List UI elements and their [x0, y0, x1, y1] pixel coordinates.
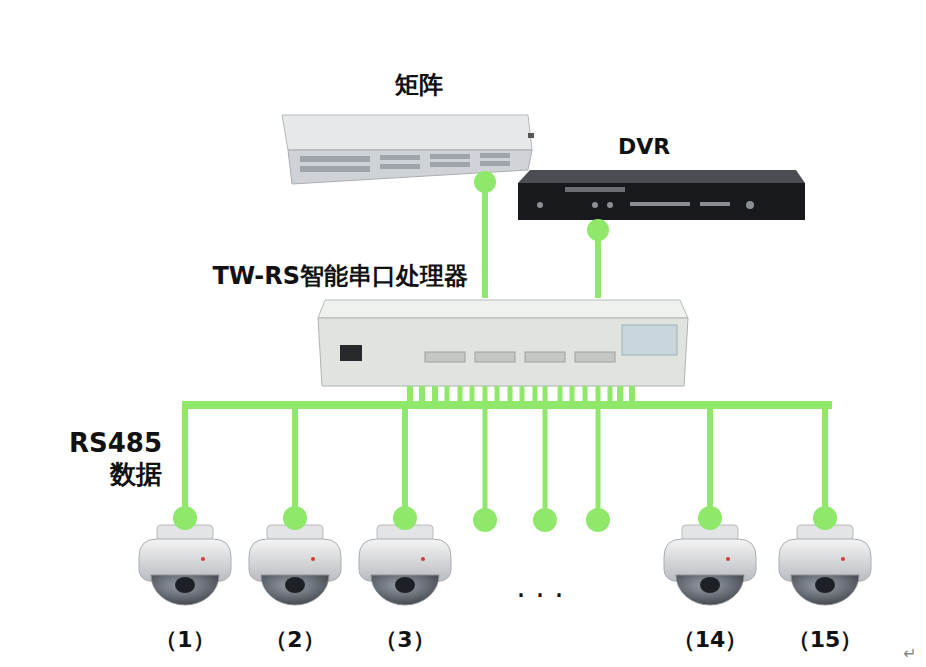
- node-label: TW-RS智能串口处理器: [213, 260, 469, 292]
- rs485-wire: [405, 386, 435, 517]
- dvr-device: DVR: [518, 168, 805, 222]
- node-label: （1）: [155, 625, 214, 655]
- dome-camera: （1）: [135, 517, 235, 657]
- dome-camera: （3）: [355, 517, 455, 657]
- node-label: （3）: [375, 625, 434, 655]
- dome-camera: （15）: [775, 517, 875, 657]
- dome-camera: （2）: [245, 517, 345, 657]
- node-label: DVR: [618, 134, 670, 159]
- bus-label: RS485 数据: [58, 428, 162, 490]
- node-label: （15）: [788, 625, 863, 655]
- node-label: 矩阵: [395, 69, 443, 101]
- serial-processor: TW-RS智能串口处理器: [318, 298, 690, 386]
- rs485-wire: [632, 386, 825, 517]
- ellipsis: · · ·: [495, 578, 585, 614]
- return-mark: ↵: [898, 644, 922, 663]
- rs485-wire: [482, 185, 488, 298]
- matrix-device: 矩阵: [280, 113, 535, 185]
- node-label: （2）: [265, 625, 324, 655]
- rs485-wire: [595, 222, 601, 298]
- node-label: （14）: [673, 625, 748, 655]
- dome-camera: （14）: [660, 517, 760, 657]
